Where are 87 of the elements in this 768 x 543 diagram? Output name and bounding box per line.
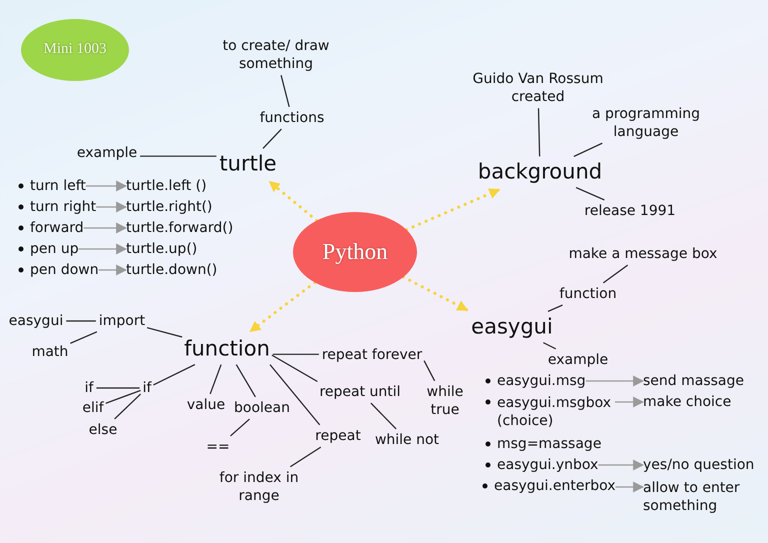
connector-line — [230, 418, 250, 436]
arrow — [84, 222, 128, 234]
branch-label: example — [548, 350, 608, 370]
arrow — [616, 482, 644, 492]
list-item: turtle.forward() — [126, 218, 234, 238]
connector-line — [153, 364, 196, 386]
branch-label: function — [559, 284, 617, 304]
connector-line — [146, 327, 182, 338]
arrow — [248, 281, 316, 333]
topic-text: Python — [322, 238, 388, 266]
branch-label: value — [186, 396, 226, 414]
connector-line — [538, 108, 540, 156]
arrow — [402, 276, 469, 312]
list-item: turn left — [30, 176, 86, 196]
branch-label: repeat forever — [322, 346, 422, 364]
connector-line — [270, 364, 320, 426]
topic-text: Mini 1003 — [44, 40, 106, 60]
branch-label: easygui — [8, 312, 64, 330]
connector-line — [548, 304, 563, 312]
arrow — [98, 264, 128, 276]
connector-line — [70, 331, 98, 344]
arrow — [405, 188, 501, 232]
connector-line — [114, 394, 142, 420]
list-item: easygui.msgbox (choice) — [497, 394, 615, 430]
branch-label: release 1991 — [584, 202, 676, 220]
connector-line — [574, 142, 603, 157]
connector-line — [543, 342, 556, 350]
list-item: turn right — [30, 198, 96, 216]
branch-label: while true — [420, 382, 470, 420]
branch-label: while not — [374, 430, 440, 450]
connector-line — [576, 187, 605, 200]
arrow — [586, 376, 644, 386]
arrow — [96, 202, 128, 212]
branch-label: repeat until — [319, 382, 401, 402]
list-item: pen up — [30, 240, 79, 258]
branch-label: elif — [82, 398, 104, 418]
branch-heading: easygui — [471, 313, 553, 341]
branch-label: boolean — [234, 398, 290, 418]
list-item: turtle.up() — [126, 240, 198, 258]
arrow — [598, 460, 644, 470]
branch-label: if — [84, 378, 94, 398]
branch-label: functions — [260, 108, 324, 128]
branch-label: a programming language — [590, 104, 702, 142]
arrow — [268, 180, 318, 222]
branch-label: math — [32, 342, 68, 362]
connector-line — [424, 360, 436, 382]
list-item: turtle.left () — [126, 176, 207, 196]
connector-line — [96, 387, 140, 389]
branch-heading: function — [184, 335, 270, 363]
branch-label: to create/ draw something — [208, 36, 344, 74]
connector-line — [262, 128, 282, 149]
connector-line — [370, 402, 397, 430]
connector-line — [272, 354, 318, 382]
list-item: pen down — [30, 260, 99, 280]
branch-label: import — [98, 312, 146, 330]
branch-heading: background — [478, 158, 602, 186]
connector-line — [210, 364, 222, 394]
list-item: make choice — [643, 392, 763, 412]
list-item: yes/no question — [643, 456, 765, 474]
connector-line — [602, 264, 628, 284]
list-item: forward — [30, 218, 84, 238]
list-item: send massage — [643, 372, 763, 390]
connector-line — [66, 320, 96, 322]
arrow — [78, 244, 128, 254]
branch-label: if — [142, 378, 152, 398]
list-item: easygui.ynbox — [497, 456, 598, 474]
connector-line — [272, 354, 319, 355]
connector-line — [280, 75, 290, 108]
arrow — [86, 180, 128, 192]
connector-line — [140, 156, 216, 157]
list-item: allow to enter something — [643, 478, 753, 516]
branch-label: else — [88, 420, 118, 440]
branch-label: example — [76, 144, 138, 162]
branch-label: repeat — [315, 426, 361, 446]
branch-label: make a message box — [568, 244, 718, 264]
list-item: msg=massage — [497, 434, 602, 454]
branch-label: == — [206, 438, 230, 456]
connector-line — [106, 390, 141, 404]
list-item: turtle.right() — [126, 198, 212, 216]
list-item: easygui.enterbox — [494, 476, 616, 496]
connector-line — [236, 364, 256, 398]
branch-heading: turtle — [219, 150, 277, 178]
arrow — [615, 396, 644, 408]
list-item: turtle.down() — [126, 260, 218, 280]
branch-label: for index in range — [204, 468, 314, 506]
list-item: easygui.msg — [497, 372, 586, 390]
connector-line — [290, 446, 322, 468]
